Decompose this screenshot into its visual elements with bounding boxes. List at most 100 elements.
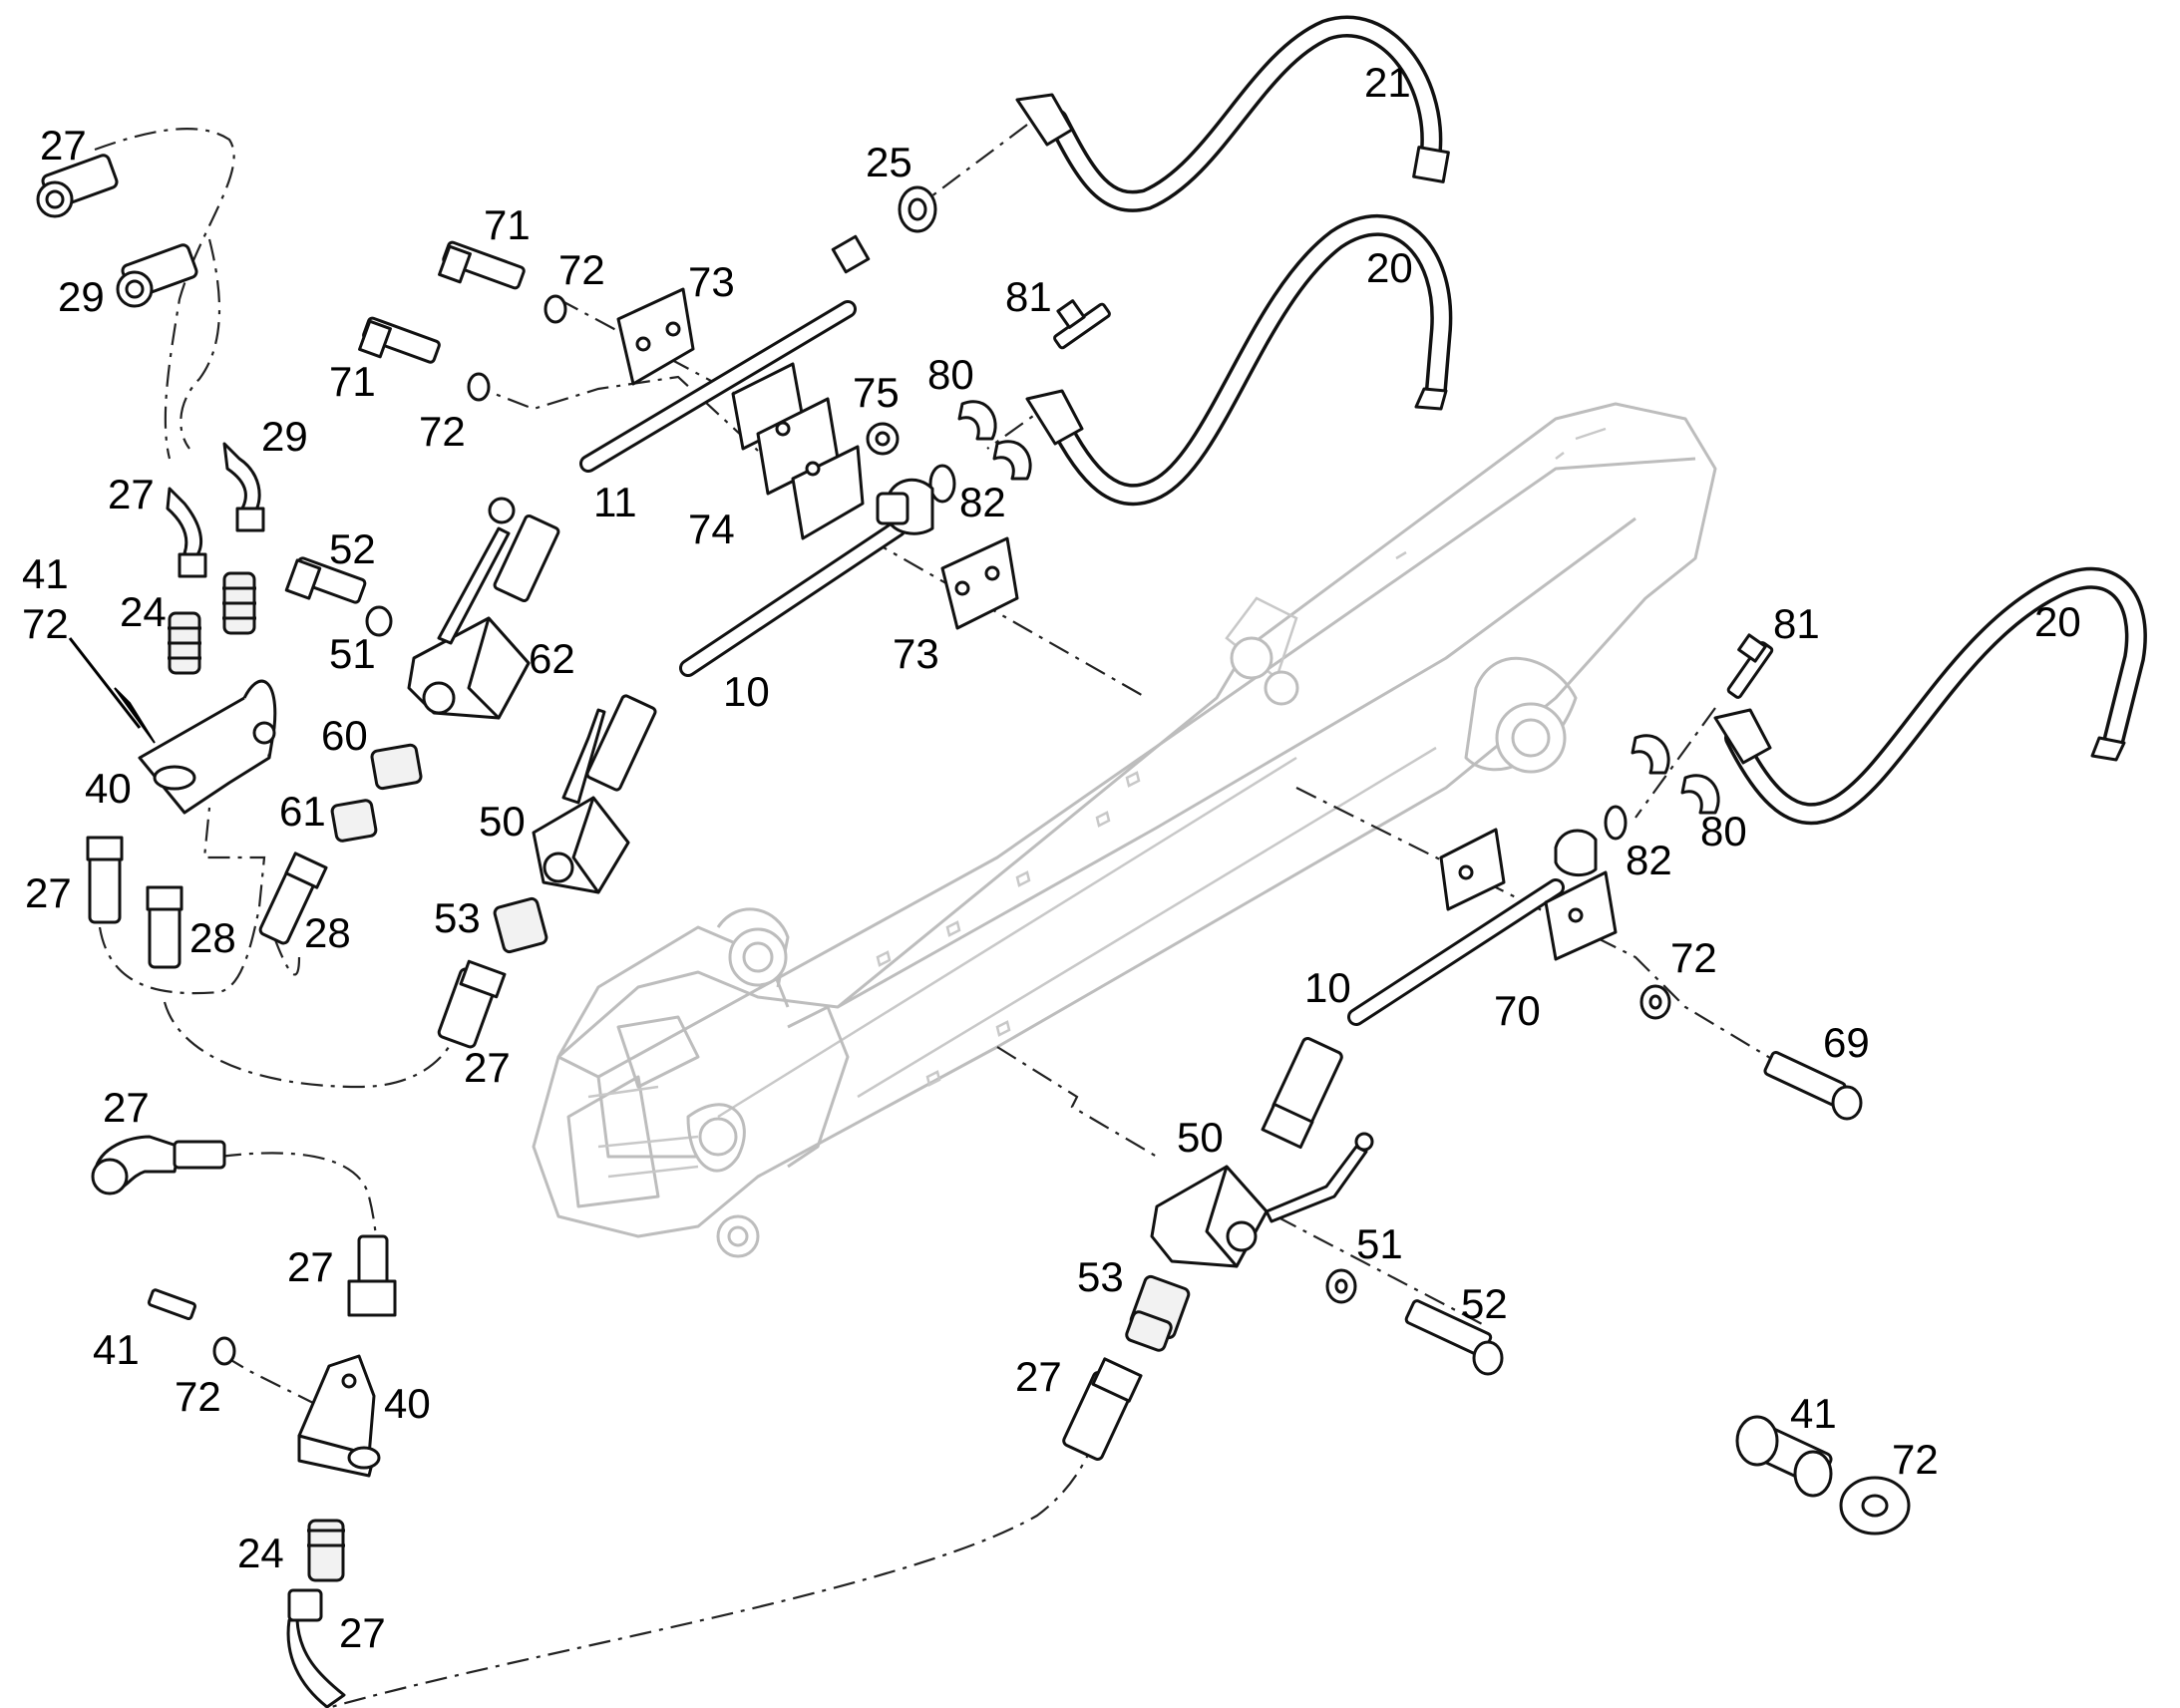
callout-73: 73: [688, 258, 735, 305]
callout-27: 27: [287, 1243, 334, 1290]
washer-51-lower: [1325, 1268, 1357, 1304]
callout-41: 41: [93, 1326, 140, 1373]
callout-71: 71: [329, 358, 376, 405]
callout-80: 80: [927, 351, 974, 398]
callout-27: 27: [339, 1609, 386, 1656]
elbow-27: [166, 487, 207, 578]
callout-51: 51: [329, 630, 376, 677]
clamp-half-80-upper: [957, 400, 1032, 481]
callout-75: 75: [853, 369, 900, 416]
callout-72: 72: [22, 600, 69, 647]
clamp-lower-right: [1439, 805, 1628, 961]
callout-53: 53: [1077, 1253, 1124, 1300]
callout-71: 71: [484, 201, 531, 248]
screw-69: [1763, 1051, 1863, 1121]
washer-72-lower-right: [1639, 984, 1671, 1020]
callout-80: 80: [1700, 808, 1747, 854]
callout-29: 29: [58, 273, 105, 320]
nut-75: [866, 422, 900, 456]
bolt-81-lower: [1726, 633, 1774, 699]
callout-82: 82: [1626, 837, 1672, 883]
washer-51-upper: [365, 605, 393, 637]
callout-labels: 27 29 29 27 41 72 24 40 27 28 28 71 72 7…: [22, 59, 2081, 1656]
hose-21: [1015, 15, 1450, 212]
fitting-28-right: [258, 852, 328, 945]
clamp-half-80-lower: [1631, 734, 1720, 815]
bushing-25: [898, 185, 937, 233]
callout-70: 70: [1494, 987, 1541, 1034]
fitting-27-mid-left: [86, 836, 124, 924]
plate-74: [731, 362, 865, 540]
callout-41: 41: [1790, 1390, 1837, 1437]
washer-72-bottom-right: [1839, 1476, 1911, 1536]
callout-50: 50: [479, 798, 526, 845]
hose-20-upper: [1025, 214, 1453, 507]
callout-20: 20: [1366, 244, 1413, 291]
callout-27: 27: [1015, 1353, 1062, 1400]
fitting-53-lower: [1125, 1274, 1191, 1352]
callout-27: 27: [40, 122, 87, 169]
valve-50-lower: [1150, 1132, 1374, 1268]
bracket-40-lower: [297, 1354, 381, 1478]
callout-72: 72: [419, 408, 466, 455]
callout-82: 82: [959, 479, 1006, 525]
callout-24: 24: [237, 1530, 284, 1576]
bracket-40-upper: [138, 679, 277, 815]
callout-62: 62: [529, 635, 575, 682]
plug-61: [330, 799, 378, 843]
callout-27: 27: [103, 1084, 150, 1131]
clamp-73-mid: [940, 536, 1019, 630]
washer-72-lower-left: [212, 1336, 236, 1366]
callout-28: 28: [304, 909, 351, 956]
adapter-24-bottom: [307, 1519, 345, 1582]
callout-28: 28: [189, 914, 236, 961]
callout-40: 40: [384, 1380, 431, 1427]
bolt-81-upper: [1053, 299, 1111, 350]
callout-27: 27: [108, 471, 155, 517]
callout-51: 51: [1356, 1220, 1403, 1267]
washer-72-lower: [467, 372, 491, 402]
callout-74: 74: [688, 506, 735, 552]
tube-10-lower: [1347, 878, 1565, 1026]
fitting-27-lower-mid: [1261, 1037, 1343, 1150]
callout-21: 21: [1364, 59, 1411, 106]
elbow-29: [222, 442, 265, 532]
screw-41-bottom-right: [1735, 1415, 1833, 1498]
tube-11: [579, 234, 871, 473]
adapter-24-lower: [222, 571, 256, 635]
callout-72: 72: [1892, 1436, 1939, 1483]
callout-25: 25: [866, 139, 912, 185]
callout-20: 20: [2034, 598, 2081, 645]
hose-20-lower: [1713, 566, 2147, 826]
callout-50: 50: [1177, 1114, 1224, 1161]
callout-73: 73: [893, 630, 939, 677]
callout-52: 52: [1461, 1280, 1508, 1327]
hose-end-27-lower-left: [91, 1135, 226, 1196]
fitting-29-top-left: [116, 243, 198, 308]
screw-41-lower-left: [147, 1288, 197, 1321]
clamp-hub-upper: [876, 478, 934, 535]
adapter-24-upper: [168, 611, 201, 675]
callout-24: 24: [120, 588, 167, 635]
elbow-27-bottom: [286, 1588, 346, 1708]
callout-10: 10: [1304, 964, 1351, 1011]
screw-52-upper: [284, 556, 367, 604]
fitting-53-upper: [493, 896, 548, 954]
callout-arrow: [68, 637, 156, 744]
boom-outline: [532, 402, 1717, 1258]
callout-10: 10: [723, 668, 770, 715]
washer-72-upper: [544, 294, 567, 324]
ring-82-upper: [928, 464, 956, 504]
callout-81: 81: [1005, 273, 1052, 320]
screw-71-lower: [358, 316, 441, 364]
valve-50-upper: [532, 694, 657, 894]
callout-60: 60: [321, 712, 368, 759]
callout-61: 61: [279, 788, 326, 835]
callout-41: 41: [22, 550, 69, 597]
callout-52: 52: [329, 525, 376, 572]
clamp-73-upper: [616, 287, 695, 386]
callout-69: 69: [1823, 1019, 1870, 1066]
fitting-27-lower-left-vertical: [347, 1234, 397, 1317]
callout-11: 11: [593, 479, 637, 525]
